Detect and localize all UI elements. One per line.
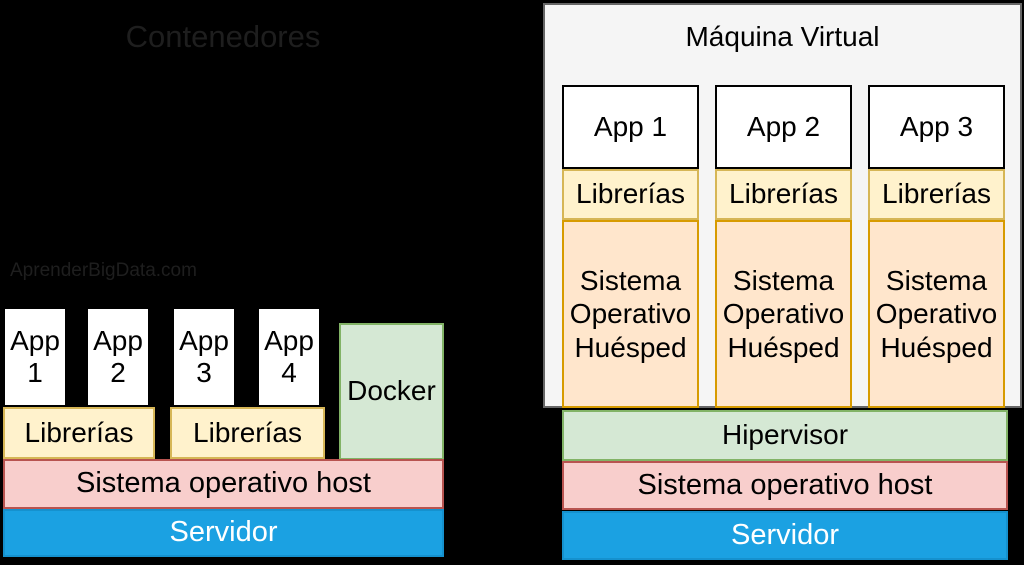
left-app-1-box: App 1: [3, 307, 67, 407]
vm-col-3-app-box: App 3: [868, 85, 1005, 169]
vm-col-3-libraries-box: Librerías: [868, 169, 1005, 220]
vm-col-2-guest-os-box: Sistema Operativo Huésped: [715, 220, 852, 408]
left-app-2-box: App 2: [86, 307, 150, 407]
left-app-3-box: App 3: [172, 307, 236, 407]
vm-title: Máquina Virtual: [685, 21, 880, 52]
right-host-os-box: Sistema operativo host: [562, 461, 1008, 510]
vm-col-2-app-box: App 2: [715, 85, 852, 169]
hypervisor-box: Hipervisor: [562, 410, 1008, 461]
left-libraries-1-box: Librerías: [3, 407, 155, 459]
watermark-text: AprenderBigData.com: [10, 260, 197, 281]
vm-col-1-guest-os-box: Sistema Operativo Huésped: [562, 220, 699, 408]
vm-col-1-app-box: App 1: [562, 85, 699, 169]
left-app-4-box: App 4: [257, 307, 321, 407]
containers-title: Contenedores: [125, 19, 321, 54]
docker-box: Docker: [339, 323, 444, 460]
left-host-os-box: Sistema operativo host: [3, 459, 444, 509]
vm-col-2-libraries-box: Librerías: [715, 169, 852, 220]
vm-col-1-libraries-box: Librerías: [562, 169, 699, 220]
right-server-box: Servidor: [562, 511, 1008, 560]
left-libraries-2-box: Librerías: [170, 407, 325, 459]
left-server-box: Servidor: [3, 509, 444, 557]
vm-col-3-guest-os-box: Sistema Operativo Huésped: [868, 220, 1005, 408]
